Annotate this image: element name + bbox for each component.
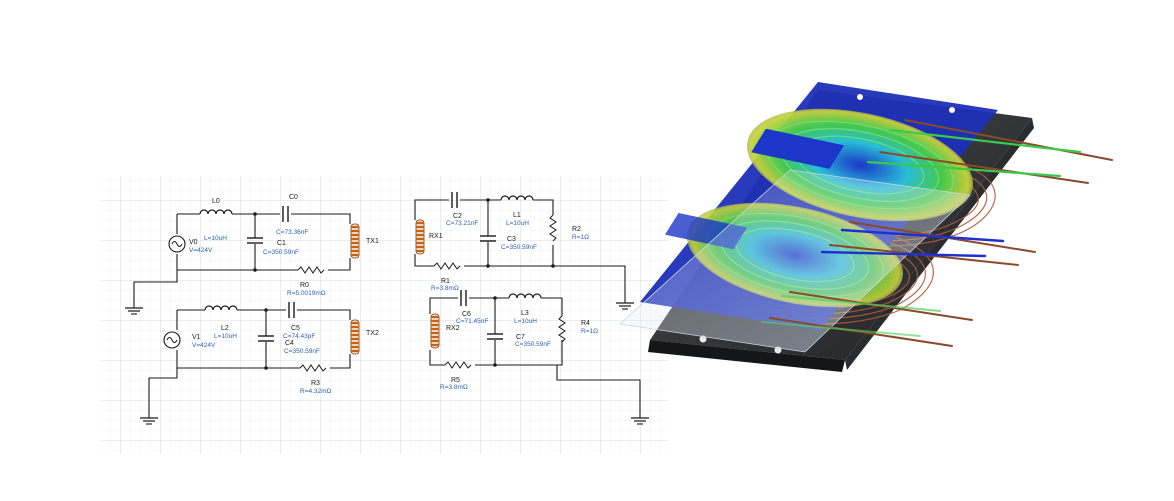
l2-value: L=10uH (214, 333, 237, 340)
grid-background (101, 176, 668, 454)
r4-name: R4 (581, 320, 590, 327)
c2-name: C2 (453, 213, 462, 220)
v1-value: V=424V (192, 342, 216, 349)
r4-value: R=1Ω (581, 328, 598, 335)
c7-value: C=350.59nF (515, 341, 551, 348)
mount-hole-left (699, 335, 707, 343)
r2-value: R=1Ω (572, 234, 589, 241)
l0-value: L=10uH (204, 235, 227, 242)
v0-name: V0 (189, 239, 198, 246)
l2-name: L2 (221, 325, 229, 332)
glass-cover-layer (619, 169, 971, 353)
c7-name: C7 (516, 334, 525, 341)
r2-name: R2 (572, 226, 581, 233)
c6-name: C6 (462, 311, 471, 318)
l0-name: L0 (212, 198, 220, 205)
r0-value: R=5.0019mΩ (287, 290, 326, 297)
c5-value: C=74.43pF (283, 333, 315, 340)
c4-value: C=350.59nF (284, 348, 320, 355)
r1-value: R=3.8mΩ (431, 285, 459, 292)
field-plane-hole-right (949, 107, 955, 113)
c3-name: C3 (507, 236, 516, 243)
r1-name: R1 (441, 278, 450, 285)
v0-value: V=424V (189, 247, 213, 254)
c1-value: C=350.59nF (263, 249, 299, 256)
l3-name: L3 (521, 310, 529, 317)
circuit-tx2: V1 V=424V L2 L=10uH C5 C=74.43pF C4 C=35… (139, 301, 379, 425)
coil-lead-wires (761, 119, 1113, 347)
rx2-name: RX2 (446, 325, 460, 332)
tx2-name: TX2 (366, 330, 379, 337)
l1-name: L1 (513, 212, 521, 219)
l1-value: L=10uH (506, 220, 529, 227)
r5-value: R=3.8mΩ (440, 384, 468, 391)
r3-value: R=4.32mΩ (300, 388, 332, 395)
v1-name: V1 (192, 334, 201, 341)
c1-name: C1 (277, 240, 286, 247)
circuit-rx1: C2 C=73.21nF L1 L=10uH C3 C=350.59nF R2 … (414, 191, 635, 310)
r3-name: R3 (311, 380, 320, 387)
c5-name: C5 (291, 325, 300, 332)
c4-name: C4 (285, 340, 294, 347)
r5-name: R5 (451, 377, 460, 384)
c0-name: C0 (289, 194, 298, 201)
rx1-name: RX1 (429, 233, 443, 240)
circuit-rx2: C6 C=71.45nF L3 L=10uH C7 C=350.59nF R4 … (429, 289, 650, 425)
c2-value: C=73.21nF (446, 220, 478, 227)
r0-name: R0 (300, 282, 309, 289)
c0-value: C=73.36nF (276, 229, 308, 236)
c3-value: C=350.59nF (501, 244, 537, 251)
field-plane-hole-left (857, 94, 863, 100)
tx1-name: TX1 (366, 238, 379, 245)
c6-value: C=71.45nF (456, 318, 488, 325)
l3-value: L=10uH (514, 318, 537, 325)
circuit-tx1: V0 V=424V L0 L=10uH C0 C=73.36nF C1 C=35… (124, 194, 379, 315)
